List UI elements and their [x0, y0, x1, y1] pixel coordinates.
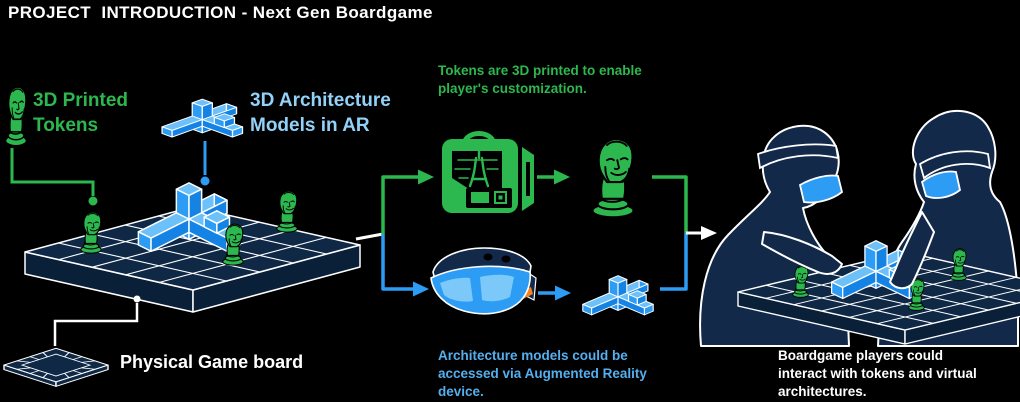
connector-to-printer [381, 175, 418, 234]
player-left-arm [761, 231, 843, 275]
headset-visor [798, 174, 844, 204]
connector-bust-to-merge [652, 175, 688, 233]
main-game-board [24, 206, 361, 313]
token-bust [276, 190, 298, 233]
arrowhead-printer-to-bust [554, 169, 570, 185]
connector-board-to-split [355, 232, 384, 241]
connector-tokens-label [10, 148, 98, 206]
connector-to-headset [381, 234, 413, 291]
headset-band [918, 150, 992, 180]
token-bust-icon [4, 86, 28, 147]
page-title: PROJECT INTRODUCTION - Next Gen Boardgam… [8, 3, 433, 22]
printed-token-bust [591, 138, 635, 219]
caption-players-interact: Boardgame players could interact with to… [778, 348, 977, 399]
arrowhead-to-players [701, 226, 717, 240]
arrowhead-headset-to-model [555, 285, 571, 301]
headset-visor [920, 170, 962, 199]
player-right-arm [889, 211, 935, 290]
flow-connectors [355, 169, 717, 301]
label-physical-game-board: Physical Game board [120, 352, 304, 372]
caption-ar-access: Architecture models could be accessed vi… [438, 348, 647, 399]
iso-blocks-icon [162, 99, 242, 137]
players-icon [699, 109, 1020, 347]
connector-board-label [53, 295, 141, 346]
arrowhead-to-printer [418, 169, 434, 185]
label-3d-architecture-models: 3D Architecture Models in AR [250, 90, 391, 136]
connector-model-to-merge [660, 233, 688, 291]
arrowhead-to-headset [413, 281, 429, 297]
game-board-icon [4, 348, 108, 386]
label-3d-printed-tokens: 3D Printed Tokens [33, 90, 129, 136]
headset-band [757, 143, 840, 170]
virtual-architecture-model [583, 276, 653, 315]
ar-headset-icon [430, 247, 537, 315]
connector-ar-label [200, 141, 210, 186]
caption-tokens-printed: Tokens are 3D printed to enable player's… [438, 63, 642, 96]
printer-3d-icon [442, 131, 534, 213]
